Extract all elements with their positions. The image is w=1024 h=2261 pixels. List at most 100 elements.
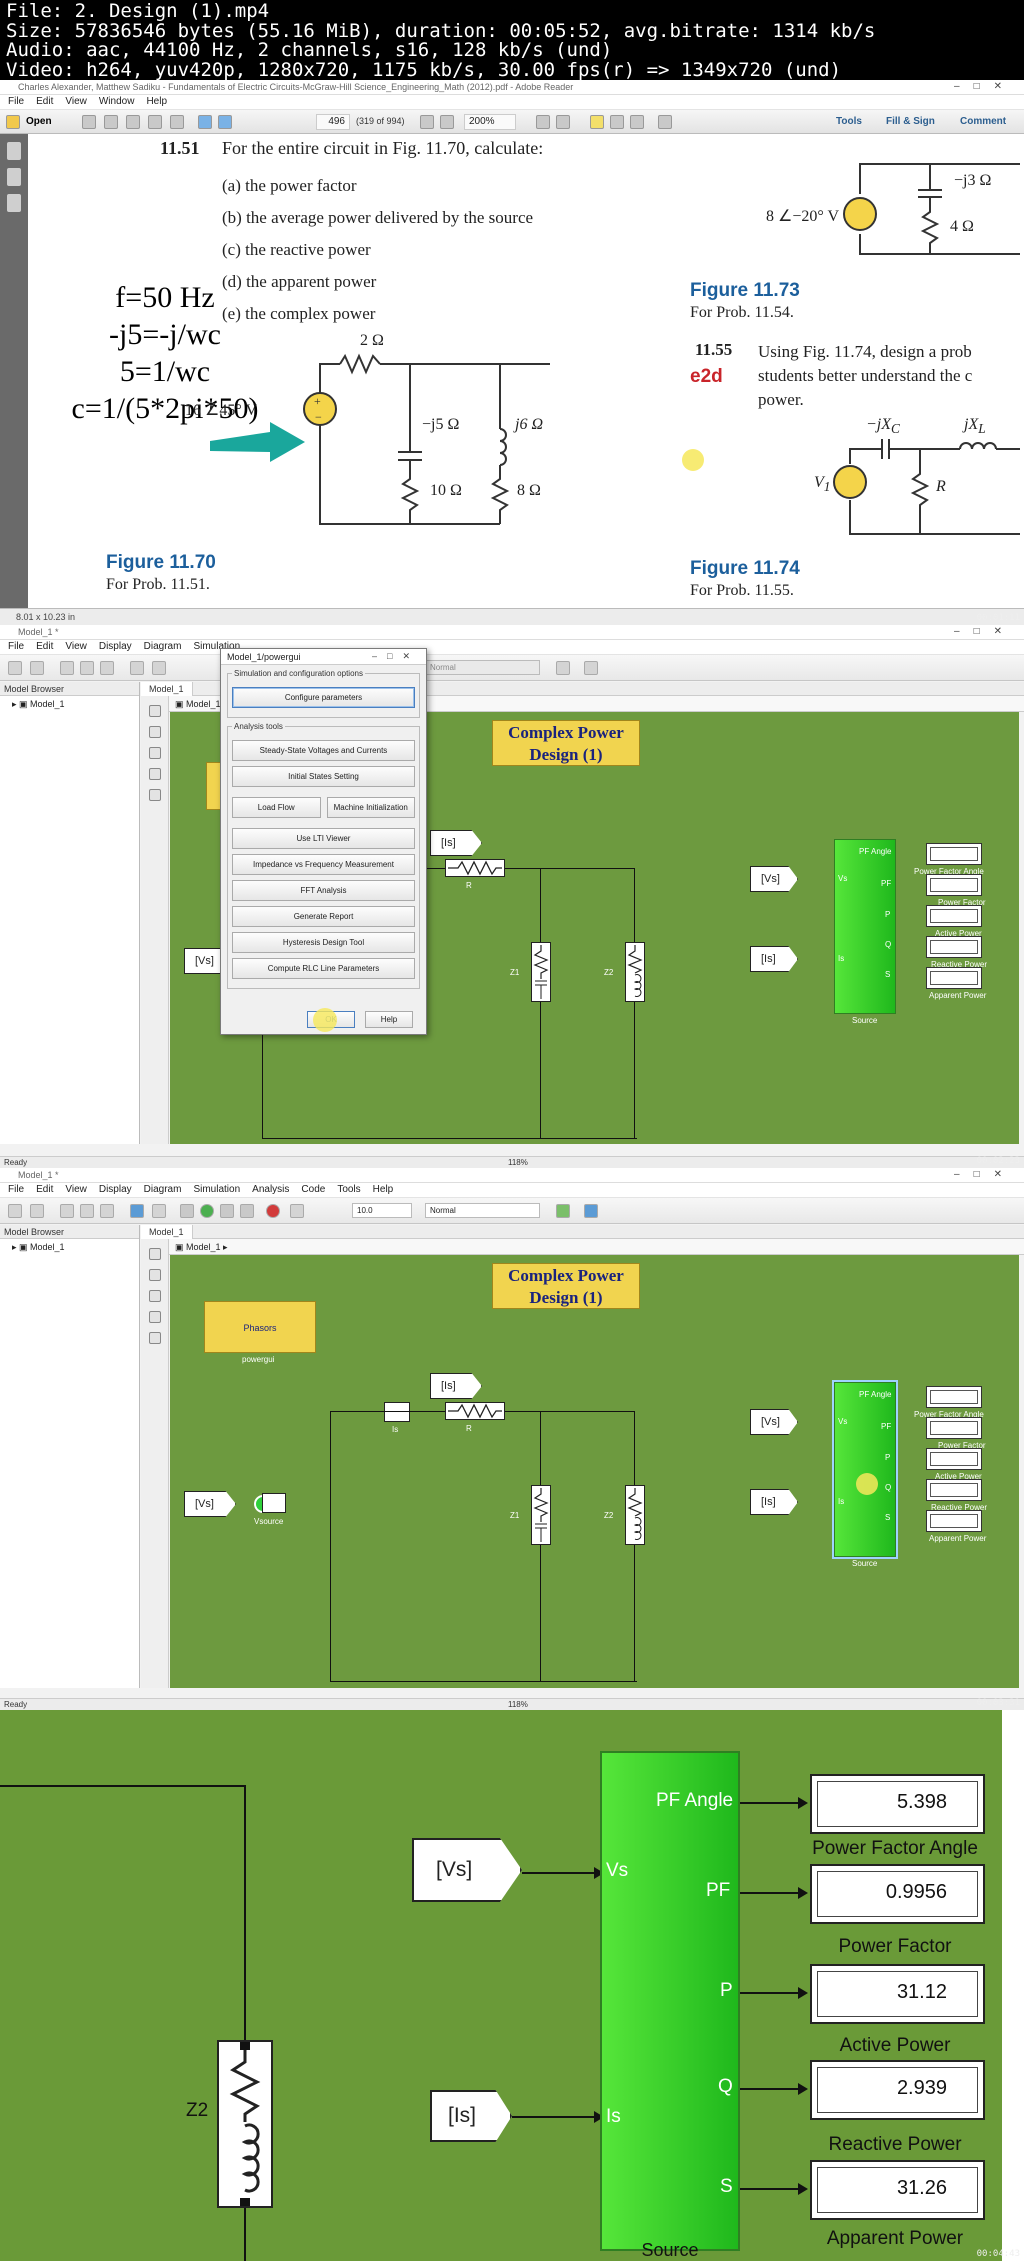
- window-controls[interactable]: –□✕: [954, 81, 1016, 92]
- is-from-tag[interactable]: [Is]: [430, 2090, 512, 2142]
- fill-sign-button[interactable]: Fill & Sign: [886, 116, 935, 127]
- menu-view[interactable]: View: [65, 1184, 87, 1195]
- breadcrumb-item[interactable]: Model_1: [186, 699, 221, 709]
- display-pf[interactable]: 0.9956: [810, 1864, 985, 1924]
- share-icon[interactable]: [126, 115, 140, 129]
- resistor-block[interactable]: [445, 859, 505, 877]
- display-pf-angle[interactable]: 5.398: [810, 1774, 985, 1834]
- display-p[interactable]: [926, 1448, 982, 1470]
- zoom-select[interactable]: 200%: [464, 114, 516, 130]
- attachments-icon[interactable]: [7, 194, 21, 212]
- menu-display[interactable]: Display: [98, 641, 132, 652]
- cloud-icon[interactable]: [148, 115, 162, 129]
- source-block[interactable]: [832, 1380, 898, 1559]
- new-icon[interactable]: [8, 661, 22, 675]
- run-icon[interactable]: [200, 1204, 214, 1218]
- display-q[interactable]: [926, 936, 982, 958]
- display-pf[interactable]: [926, 874, 982, 896]
- tools-button[interactable]: Tools: [836, 116, 862, 127]
- grid-icon[interactable]: [584, 1204, 598, 1218]
- hysteresis-button[interactable]: Hysteresis Design Tool: [232, 932, 415, 953]
- bookmarks-icon[interactable]: [7, 168, 21, 186]
- model-browser-item[interactable]: ▸ ▣ Model_1: [12, 699, 65, 709]
- lti-viewer-button[interactable]: Use LTI Viewer: [232, 828, 415, 849]
- resistor-block[interactable]: [445, 1402, 505, 1420]
- grid-icon[interactable]: [584, 661, 598, 675]
- tab-model[interactable]: Model_1: [141, 1225, 193, 1239]
- voltage-meas-block[interactable]: [262, 1493, 286, 1513]
- rlc-line-button[interactable]: Compute RLC Line Parameters: [232, 958, 415, 979]
- fit-page-icon[interactable]: [536, 115, 550, 129]
- vs-from-tag[interactable]: [Vs]: [412, 1838, 522, 1902]
- display-pf-angle[interactable]: [926, 843, 982, 865]
- log-icon[interactable]: [290, 1204, 304, 1218]
- breadcrumb-item[interactable]: Model_1 ▸: [186, 1242, 228, 1252]
- window-controls[interactable]: –□✕: [954, 1169, 1016, 1180]
- z2-block[interactable]: [217, 2040, 273, 2208]
- display-active-power[interactable]: 31.12: [810, 1964, 985, 2024]
- zoom-out-icon[interactable]: [420, 115, 434, 129]
- sign-icon[interactable]: [630, 115, 644, 129]
- z2-block[interactable]: [625, 1485, 645, 1545]
- display-pf[interactable]: [926, 1417, 982, 1439]
- forward-icon[interactable]: [80, 661, 94, 675]
- machine-init-button[interactable]: Machine Initialization: [326, 797, 415, 818]
- pages-icon[interactable]: [7, 142, 21, 160]
- menu-diagram[interactable]: Diagram: [143, 1184, 182, 1195]
- initial-states-button[interactable]: Initial States Setting: [232, 766, 415, 787]
- is-from-tag[interactable]: [Is]: [750, 946, 798, 972]
- fit-icon[interactable]: [149, 1290, 161, 1302]
- back-icon[interactable]: [60, 661, 74, 675]
- hide-icon[interactable]: [149, 705, 161, 717]
- comment-button[interactable]: Comment: [960, 116, 1007, 127]
- zoom-in-icon[interactable]: [440, 115, 454, 129]
- arrow-icon[interactable]: [149, 1311, 161, 1323]
- dialog-window-controls[interactable]: –□✕: [372, 651, 420, 661]
- help-button[interactable]: Help: [365, 1011, 413, 1028]
- stop-time-input[interactable]: 10.0: [352, 1203, 412, 1218]
- prev-page-icon[interactable]: [198, 115, 212, 129]
- display-apparent-power[interactable]: 31.26: [810, 2160, 985, 2220]
- model-browser-item[interactable]: ▸ ▣ Model_1: [12, 1242, 65, 1252]
- fft-button[interactable]: FFT Analysis: [232, 880, 415, 901]
- fit-icon[interactable]: [149, 747, 161, 759]
- page-number-input[interactable]: 496: [316, 114, 350, 130]
- menu-tools[interactable]: Tools: [337, 1184, 361, 1195]
- menu-analysis[interactable]: Analysis: [252, 1184, 290, 1195]
- vs-from-tag[interactable]: [Vs]: [750, 866, 798, 892]
- arrow-icon[interactable]: [149, 768, 161, 780]
- menu-display[interactable]: Display: [98, 1184, 132, 1195]
- settings-icon[interactable]: [152, 661, 166, 675]
- check-icon[interactable]: [556, 661, 570, 675]
- current-meas-block[interactable]: [384, 1402, 410, 1422]
- is-from-tag[interactable]: [Is]: [750, 1489, 798, 1515]
- tab-model[interactable]: Model_1: [141, 682, 193, 696]
- save-icon[interactable]: [30, 661, 44, 675]
- menu-edit[interactable]: Edit: [36, 641, 54, 652]
- vs-from-tag[interactable]: [Vs]: [750, 1409, 798, 1435]
- open-button[interactable]: Open: [26, 116, 52, 127]
- impedance-button[interactable]: Impedance vs Frequency Measurement: [232, 854, 415, 875]
- new-icon[interactable]: [8, 1204, 22, 1218]
- display-s[interactable]: [926, 967, 982, 989]
- report-button[interactable]: Generate Report: [232, 906, 415, 927]
- z1-block[interactable]: [531, 1485, 551, 1545]
- stop-icon[interactable]: [240, 1204, 254, 1218]
- display-q[interactable]: [926, 1479, 982, 1501]
- configure-parameters-button[interactable]: Configure parameters: [232, 687, 415, 708]
- library-icon[interactable]: [130, 1204, 144, 1218]
- step-forward-icon[interactable]: [220, 1204, 234, 1218]
- folder-icon[interactable]: [6, 115, 20, 129]
- scrollbar-area[interactable]: [1002, 1710, 1024, 2261]
- source-block[interactable]: [834, 839, 896, 1014]
- library-icon[interactable]: [130, 661, 144, 675]
- next-page-icon[interactable]: [218, 115, 232, 129]
- save-icon[interactable]: [104, 115, 118, 129]
- menu-diagram[interactable]: Diagram: [143, 641, 182, 652]
- mail-icon[interactable]: [170, 115, 184, 129]
- record-icon[interactable]: [266, 1204, 280, 1218]
- menu-help[interactable]: Help: [146, 96, 168, 107]
- up-icon[interactable]: [100, 661, 114, 675]
- save-icon[interactable]: [30, 1204, 44, 1218]
- settings-icon[interactable]: [152, 1204, 166, 1218]
